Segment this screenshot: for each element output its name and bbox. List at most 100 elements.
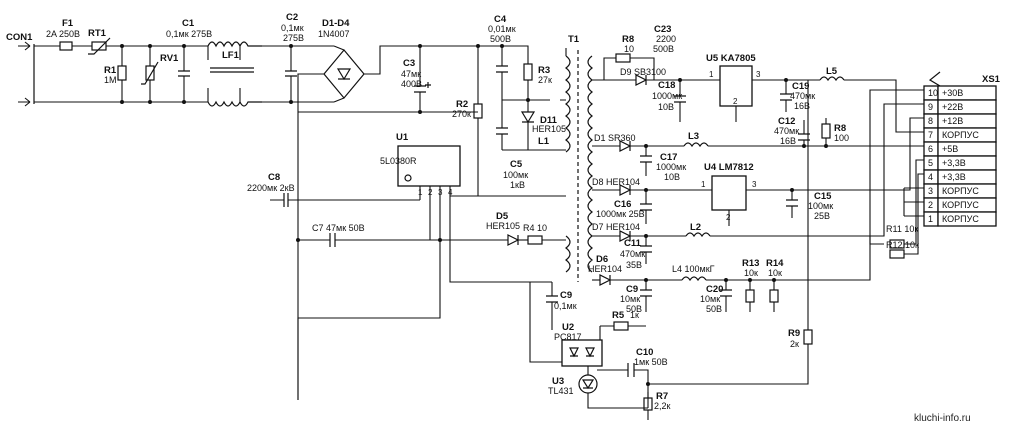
c20-label: C20 — [706, 284, 723, 295]
r3-label: R3 — [538, 65, 550, 76]
u4-label: U4 LM7812 — [704, 162, 754, 173]
d1-sr360-label: D1 SR360 — [594, 133, 636, 143]
c3-value-1: 47мк — [401, 69, 421, 79]
feedback-section: C9 0,1мк R5 1к U2 PC817 U3 TL431 C10 1мк… — [449, 196, 671, 420]
optocoupler-u2-pc817 — [561, 339, 603, 367]
xs1-pin-name: КОРПУС — [942, 130, 979, 140]
resistor-r14 — [769, 289, 779, 303]
c18-label: C18 — [658, 80, 675, 91]
r3-value: 27к — [538, 75, 552, 85]
c11-value-1: 470мк — [620, 249, 645, 259]
c12-value-1: 470мк — [774, 126, 799, 136]
xs1-pin-row: 4 +3,3В — [923, 169, 997, 185]
c2-value-1: 0,1мк — [281, 23, 304, 33]
u4-pin-3: 3 — [752, 180, 757, 189]
xs1-pin-name: +30В — [942, 88, 963, 98]
c17-value-2: 10В — [664, 172, 680, 182]
u2-value: PC817 — [554, 332, 582, 342]
resistor-r7 — [643, 397, 653, 411]
r13-value: 10к — [744, 268, 758, 278]
capacitor-c17 — [640, 155, 652, 163]
resistor-r5 — [613, 321, 629, 331]
d1d4-label: D1-D4 — [322, 18, 350, 29]
c9-label: C9 — [560, 290, 572, 301]
inductor-l5 — [819, 76, 845, 82]
c20-value-1: 10мк — [700, 294, 720, 304]
secondary-section: R8 10 C23 2200 500В D9 SB3100 C18 1000мк… — [588, 24, 924, 385]
xs1-pin-name: +3,3В — [942, 172, 966, 182]
r9-label: R9 — [788, 328, 800, 339]
d8-label: D8 HER104 — [592, 177, 640, 187]
c23-label: C23 — [654, 24, 671, 35]
u3-label: U3 — [552, 376, 564, 387]
watermark-text: kluchi-info.ru — [914, 413, 971, 424]
l2-label: L2 — [690, 222, 701, 233]
r11-label: R11 10к — [886, 224, 918, 234]
resistor-r2 — [473, 103, 483, 119]
r9-value: 2к — [790, 339, 799, 349]
u1-part: 5L0380R — [380, 156, 417, 166]
xs1-pin-row: 9+22В — [923, 99, 997, 115]
c12-label: C12 — [778, 116, 795, 127]
c5-label: C5 — [510, 159, 523, 170]
c17-label: C17 — [660, 152, 677, 163]
c15-label: C15 — [814, 191, 832, 202]
c19-value-1: 470мк — [790, 91, 815, 101]
r8-mid-value: 100 — [834, 133, 849, 143]
c18-value-1: 1000мк — [652, 91, 682, 101]
c12-value-2: 16В — [780, 136, 796, 146]
l3-label: L3 — [688, 131, 699, 142]
rv1-label: RV1 — [160, 53, 179, 64]
lf1-label: LF1 — [222, 50, 240, 61]
l5-label: L5 — [826, 66, 838, 77]
d11-value: HER105 — [532, 124, 566, 134]
xs1-pin-name: +22В — [942, 102, 963, 112]
xs1-pin-row: 7 КОРПУС — [923, 127, 997, 143]
c7-label: C7 47мк 50В — [312, 223, 365, 233]
c11-value-2: 35В — [626, 260, 642, 270]
d5-value: HER105 — [486, 221, 520, 231]
xs1-pin-number: 6 — [928, 144, 933, 154]
c2-value-2: 275В — [283, 33, 304, 43]
xs1-pin-name: +5В — [942, 144, 958, 154]
r4-label: R4 10 — [523, 223, 547, 233]
xs1-pin-row: 5+3,3В — [923, 155, 997, 171]
d11-label: D11 — [540, 115, 558, 126]
varistor-rv1 — [141, 61, 159, 85]
r5-label: R5 — [612, 310, 625, 321]
c4-value-2: 500В — [490, 34, 511, 44]
r1-label: R1 — [104, 65, 117, 76]
t1-label: T1 — [568, 34, 580, 45]
c19-label: C19 — [792, 81, 809, 92]
f1-label: F1 — [62, 18, 74, 29]
u4-pin-1: 1 — [701, 180, 706, 189]
c19-value-2: 16В — [794, 101, 810, 111]
capacitor-c9 — [546, 295, 558, 303]
primary-section: R2 270к C4 0,01мк 500В R3 27к D11 HER105… — [247, 14, 566, 400]
c23-value-2: 500В — [653, 44, 674, 54]
con1-label: CON1 — [6, 32, 33, 43]
xs1-pin-number: 7 — [928, 130, 933, 140]
xs1-label: XS1 — [982, 74, 1001, 85]
u1-label: U1 — [396, 132, 409, 143]
c17-value-1: 1000мк — [656, 162, 686, 172]
d9-label: D9 SB3100 — [620, 67, 666, 77]
xs1-pin-number: 10 — [928, 88, 938, 98]
u2-label: U2 — [562, 322, 574, 333]
d6-value: HER104 — [588, 264, 622, 274]
l4-label: L4 100мкГ — [672, 264, 715, 274]
c15-value-2: 25В — [814, 211, 830, 221]
xs1-pin-number: 4 — [928, 172, 933, 182]
f1-value: 2A 250В — [46, 29, 80, 39]
xs1-pin-row: 8+12В — [923, 113, 997, 129]
capacitor-c4-b — [496, 127, 508, 135]
capacitor-c19 — [780, 93, 792, 101]
resistor-r8-mid — [821, 123, 831, 139]
capacitor-c1 — [178, 70, 190, 77]
resistor-r9 — [803, 329, 813, 345]
inductor-l4 — [681, 276, 707, 282]
xs1-pin-row: 6 +5В — [923, 141, 997, 157]
